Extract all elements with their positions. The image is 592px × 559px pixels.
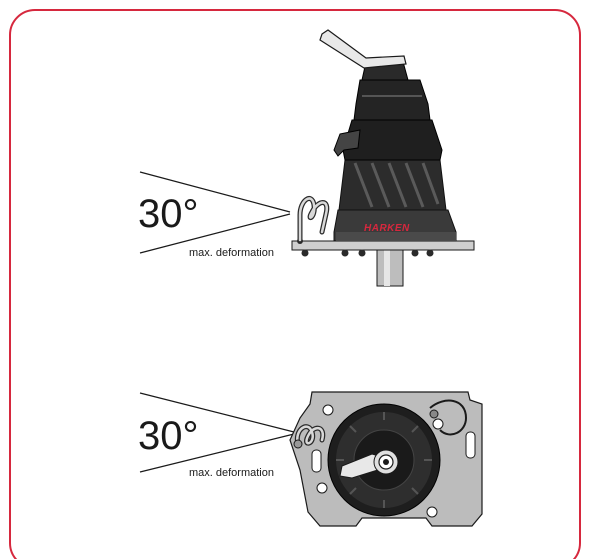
winch-handle	[319, 29, 407, 69]
side-angle-label: 30°	[138, 192, 199, 236]
safety-cable	[429, 399, 468, 436]
stripper-arm	[333, 129, 361, 157]
top-angle-line-lower	[139, 433, 295, 473]
drum-ribs	[353, 162, 440, 208]
angle-line-upper	[139, 171, 291, 213]
top-deformation-note: max. deformation	[189, 467, 275, 480]
upper-jaws	[353, 79, 431, 121]
red-rounded-frame	[9, 9, 581, 559]
top-spring-clip	[296, 425, 325, 446]
clip-pivot	[293, 439, 303, 449]
spring-clip	[298, 197, 329, 242]
top-angle-line-upper	[139, 392, 295, 433]
top-view-winch	[139, 391, 483, 527]
cable-anchor	[429, 409, 439, 419]
center-dot	[383, 459, 389, 465]
base-plate	[291, 240, 475, 251]
winch-base-lip	[336, 232, 456, 241]
plate-holes	[311, 404, 476, 518]
top-angle-label: 30°	[138, 414, 199, 458]
side-deformation-note: max. deformation	[189, 247, 275, 260]
winch-brand-logo: HARKEN	[364, 223, 410, 234]
angle-line-lower	[139, 213, 291, 254]
shaft-highlight	[384, 250, 390, 286]
top-drum-teeth	[336, 412, 432, 508]
side-view-winch	[139, 29, 475, 287]
